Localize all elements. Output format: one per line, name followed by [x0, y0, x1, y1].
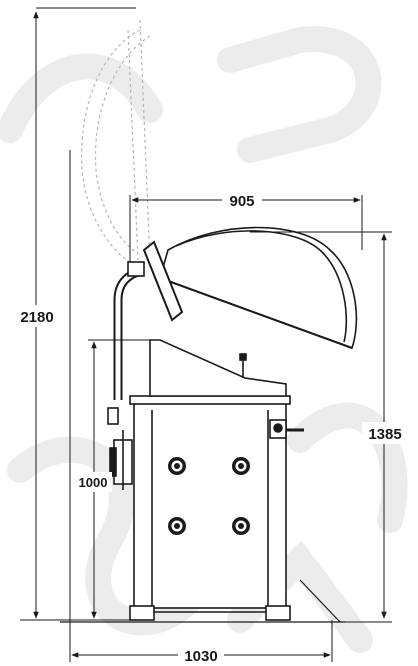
floor-line: [60, 579, 345, 623]
cabinet: [133, 401, 287, 609]
cabinet-knobs: [168, 457, 250, 535]
knob-icon: [232, 457, 250, 475]
foot-right: [265, 605, 291, 621]
dim-base-width: 1030: [184, 648, 217, 665]
dimension-labels: 905 2180 1385 1000 1030: [14, 190, 408, 665]
guard-handle: [142, 240, 184, 322]
guard-raised-ghost: [80, 19, 151, 263]
dim-guard-width: 905: [229, 193, 254, 210]
knob-icon: [168, 517, 186, 535]
top-plate: [129, 395, 291, 405]
knob-icon: [232, 517, 250, 535]
top-tray: [149, 339, 287, 397]
dim-overall-height: 2180: [20, 309, 53, 326]
dim-body-height: 1000: [79, 475, 108, 490]
wheel-guard: [159, 226, 358, 350]
foot-left: [129, 605, 155, 621]
dim-guard-height: 1385: [368, 426, 401, 443]
wheel-balancer-drawing: [107, 226, 358, 621]
knob-icon: [168, 457, 186, 475]
knob-icon: [273, 423, 283, 433]
